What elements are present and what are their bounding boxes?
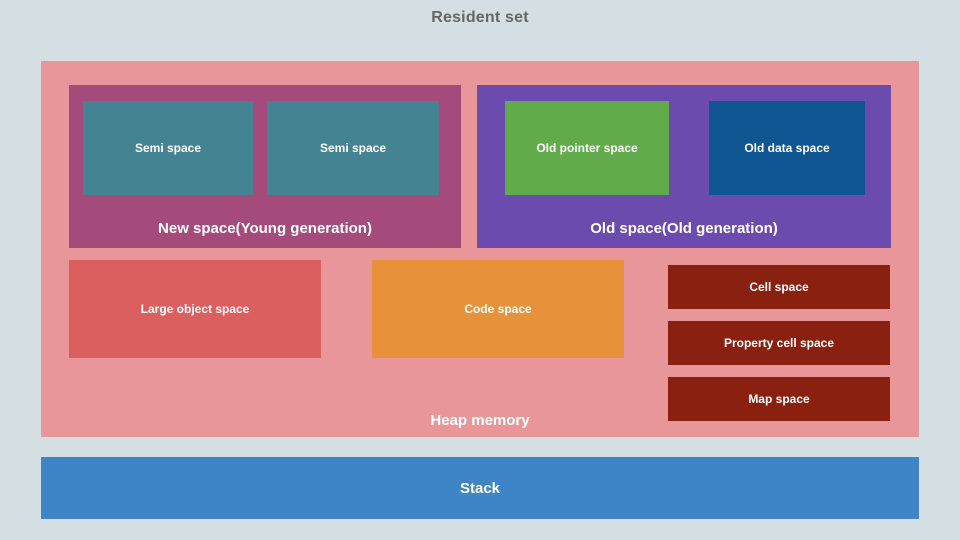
old-data-space-label: Old data space xyxy=(744,141,830,155)
stack-container: Stack xyxy=(41,457,919,519)
code-space-box: Code space xyxy=(372,260,624,358)
heap-memory-container: Semi space Semi space New space(Young ge… xyxy=(41,61,919,437)
cell-space-box: Cell space xyxy=(668,265,890,309)
semi-space-label-2: Semi space xyxy=(319,141,387,155)
semi-space-label-1: Semi space xyxy=(134,141,202,155)
new-space-generation-block: Semi space Semi space New space(Young ge… xyxy=(69,85,461,248)
map-space-label: Map space xyxy=(748,392,810,406)
semi-space-box-2: Semi space xyxy=(267,101,439,195)
stack-label: Stack xyxy=(459,479,501,497)
code-space-label: Code space xyxy=(464,302,532,316)
old-space-label: Old space(Old generation) xyxy=(590,220,778,237)
new-space-label: New space(Young generation) xyxy=(158,220,372,237)
page-title: Resident set xyxy=(431,9,529,26)
old-pointer-space-label: Old pointer space xyxy=(536,141,638,155)
cell-space-label: Cell space xyxy=(749,280,809,294)
map-space-box: Map space xyxy=(668,377,890,421)
property-cell-space-box: Property cell space xyxy=(668,321,890,365)
heap-memory-label: Heap memory xyxy=(430,412,530,429)
semi-space-box-1: Semi space xyxy=(83,101,253,195)
old-data-space-box: Old data space xyxy=(709,101,865,195)
large-object-space-label: Large object space xyxy=(140,302,250,316)
old-space-generation-block: Old pointer space Old data space Old spa… xyxy=(477,85,891,248)
old-pointer-space-box: Old pointer space xyxy=(505,101,669,195)
large-object-space-box: Large object space xyxy=(69,260,321,358)
property-cell-space-label: Property cell space xyxy=(723,336,835,350)
